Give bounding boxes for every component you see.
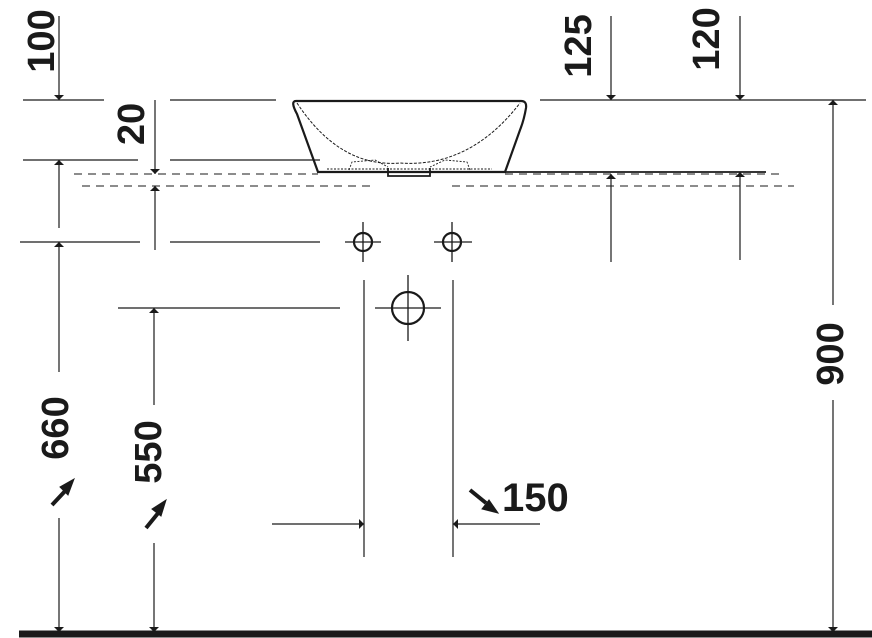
- dim-125: 125: [558, 14, 600, 77]
- dim-150: 150: [502, 476, 569, 520]
- dim-550: 550: [128, 420, 170, 483]
- dim-900: 900: [810, 322, 852, 385]
- basin-outline: [292, 99, 528, 174]
- dim-660: 660: [35, 396, 77, 459]
- water-supply-right-symbol: [434, 222, 472, 262]
- basin: [292, 99, 528, 177]
- waste-outlet-symbol: [375, 275, 441, 341]
- basin-drain: [387, 168, 431, 177]
- water-supply-left-symbol: [345, 222, 381, 262]
- dim-120: 120: [686, 7, 728, 70]
- dim-20: 20: [111, 103, 153, 145]
- dim-100: 100: [21, 9, 63, 72]
- basin-inner-bowl: [296, 102, 521, 164]
